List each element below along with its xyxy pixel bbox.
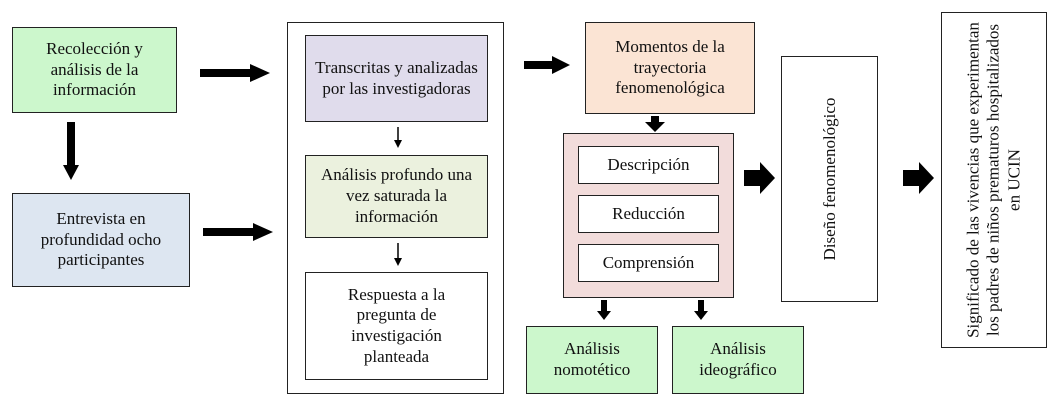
box-recoleccion: Recolección y análisis de la información [12,27,177,113]
box-ideografico-label: Análisis ideográfico [699,339,777,379]
arrow-recoleccion-to-entrevista [63,122,79,180]
box-momentos: Momentos de la trayectoria fenomenológic… [585,22,755,114]
box-ideografico: Análisis ideográfico [672,326,804,394]
box-reduccion: Reducción [578,195,719,233]
box-respuesta-label: Respuesta a la pregunta de investigación… [347,284,446,366]
box-entrevista: Entrevista en profundidad ocho participa… [12,193,190,287]
box-nomotetico-label: Análisis nomotético [553,339,631,379]
arrow-entrevista-to-analisis [203,223,273,241]
arrow-recoleccion-to-analisis [200,64,270,82]
arrow-fases-to-diseno [744,162,775,194]
box-comprension: Comprensión [578,244,719,282]
box-reduccion-label: Reducción [612,203,685,223]
arrow-analisis-to-momentos [524,56,570,74]
box-entrevista-label: Entrevista en profundidad ocho participa… [40,208,162,270]
arrow-fases-to-nomotetico [597,300,611,320]
box-respuesta: Respuesta a la pregunta de investigación… [305,272,488,380]
box-diseno: Diseño fenomenológico [781,56,878,302]
box-nomotetico: Análisis nomotético [526,326,658,394]
box-descripcion: Descripción [578,146,719,184]
box-analisis-profundo: Análisis profundo una vez saturada la in… [305,155,488,238]
box-descripcion-label: Descripción [607,154,690,174]
arrow-diseno-to-significado [903,162,934,194]
arrow-momentos-to-fases [645,116,665,132]
box-momentos-label: Momentos de la trayectoria fenomenológic… [615,36,725,98]
box-significado: Significado de las vivencias que experim… [941,12,1047,348]
box-transcritas-label: Transcritas y analizadas por las investi… [315,57,478,98]
box-analisis-profundo-label: Análisis profundo una vez saturada la in… [320,165,473,226]
box-transcritas: Transcritas y analizadas por las investi… [305,35,488,122]
arrow-fases-to-ideografico [694,300,708,320]
box-recoleccion-label: Recolección y análisis de la información [46,38,143,100]
box-comprension-label: Comprensión [602,252,695,272]
